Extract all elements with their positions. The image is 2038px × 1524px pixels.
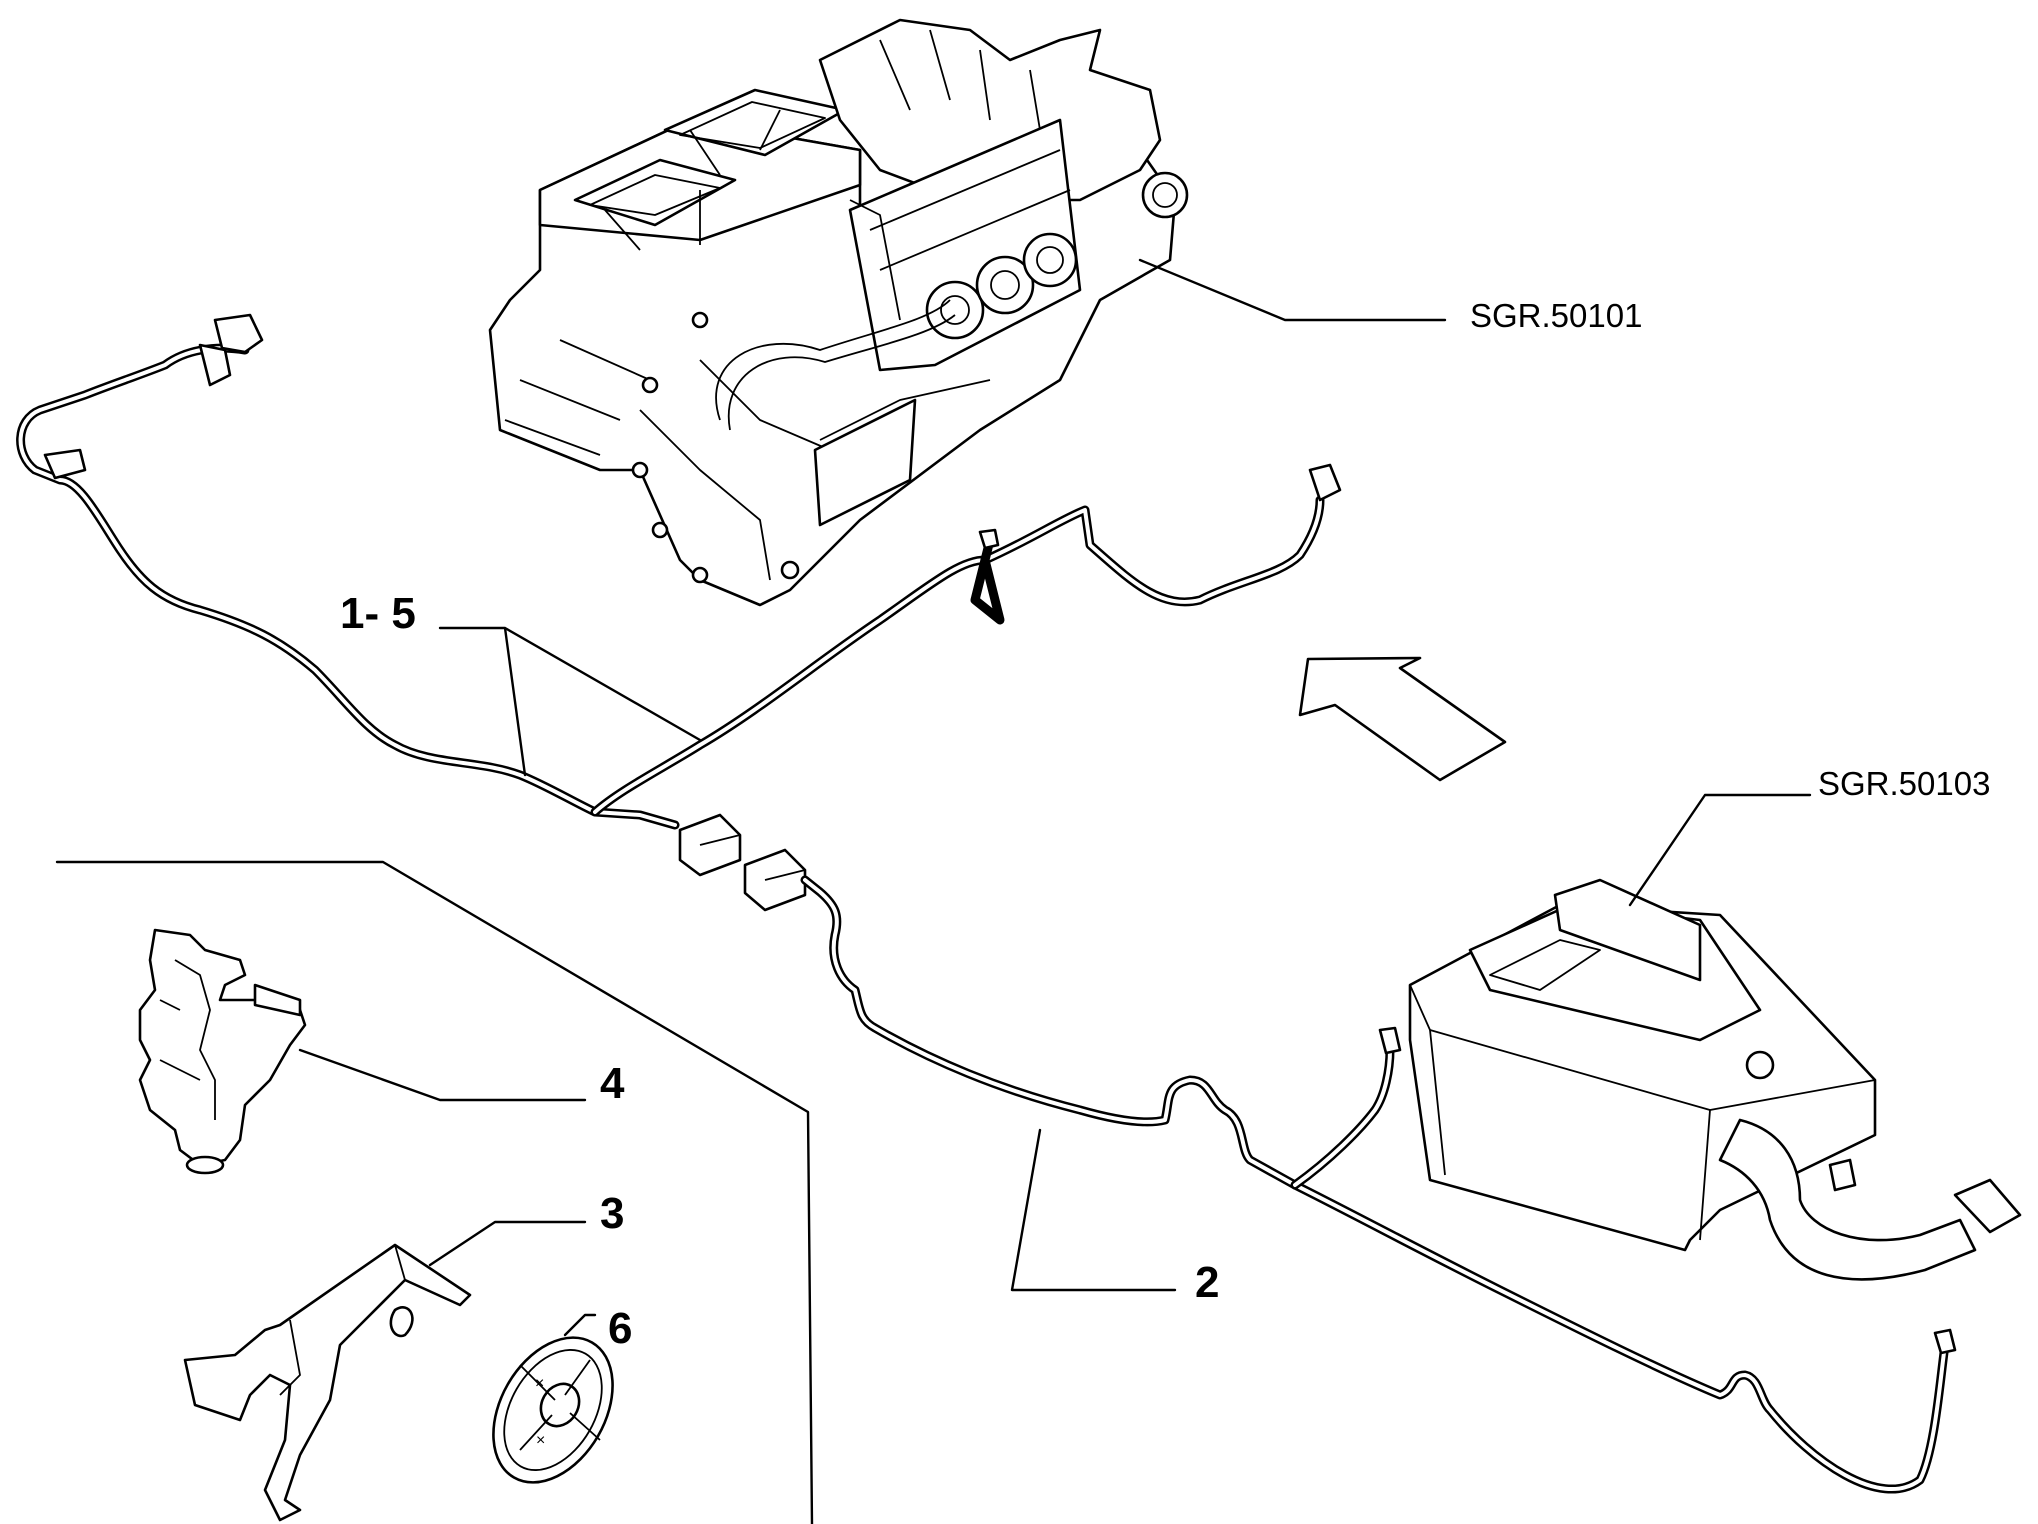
ref-battery-module: SGR.50103 (1818, 765, 1990, 802)
leader-harness-rear (1010, 1128, 1177, 1292)
callout-clip: 4 (600, 1059, 625, 1108)
ref-heater-unit: SGR.50101 (1470, 297, 1642, 334)
leader-grommet (563, 1313, 597, 1337)
heater-unit-drawing (488, 18, 1189, 607)
leader-heater-unit (1138, 258, 1447, 322)
leader-bracket (428, 1220, 587, 1267)
callout-bracket: 3 (600, 1189, 624, 1238)
leader-clip (298, 1048, 587, 1102)
front-direction-arrow (1298, 656, 1507, 782)
callout-harness-main: 1- 5 (340, 589, 416, 638)
front-wiring-harness (16, 313, 1342, 912)
leader-battery-module (1628, 793, 1812, 907)
battery-module-drawing (1408, 878, 2022, 1281)
svg-text:×: × (536, 1432, 545, 1449)
separator-line (55, 860, 814, 1524)
grommet-part: × × (492, 1336, 614, 1484)
callout-harness-rear: 2 (1195, 1258, 1219, 1307)
callout-grommet: 6 (608, 1304, 632, 1353)
svg-text:×: × (535, 1375, 544, 1392)
rear-wiring-harness (800, 875, 1957, 1494)
clip-part (138, 928, 307, 1175)
leader-harness-main (438, 626, 702, 777)
bracket-part (183, 1243, 472, 1522)
